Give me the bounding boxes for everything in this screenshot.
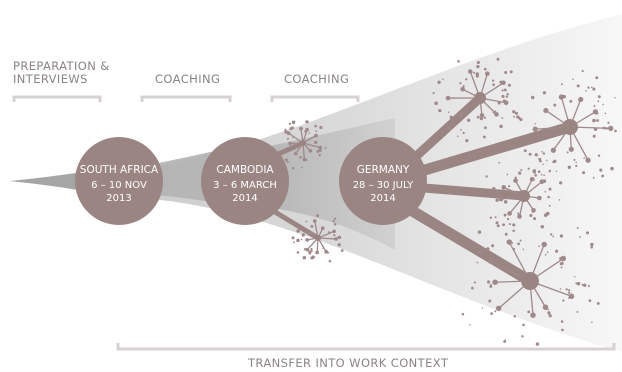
sparkle-bursts (281, 57, 617, 346)
sparkle-burst-icon (432, 57, 523, 143)
sparkle-burst-icon (291, 214, 344, 263)
phase-label-coaching-1: COACHING (155, 72, 221, 86)
event-circle (339, 137, 427, 225)
sparkle-burst-icon (461, 210, 600, 346)
event-dates: 3 – 6 MARCH (213, 180, 277, 191)
event-germany: GERMANY 28 – 30 JULY 2014 (339, 137, 427, 225)
event-dates: 28 – 30 JULY (353, 180, 414, 191)
phase-label-preparation: PREPARATION & INTERVIEWS (13, 59, 110, 86)
phase-label-coaching-2: COACHING (284, 72, 350, 86)
burst-connectors (262, 93, 576, 287)
event-circle (75, 137, 163, 225)
bracket-coaching-2 (270, 95, 360, 102)
burst-connector (408, 206, 536, 287)
burst-connector (412, 121, 576, 178)
event-country: GERMANY (357, 164, 410, 176)
bracket-coaching-1 (140, 95, 232, 102)
burst-connector (419, 183, 529, 201)
event-dates: 6 – 10 NOV (91, 180, 147, 191)
phase-brackets (12, 95, 616, 351)
sparkle-burst-icon (281, 120, 327, 170)
event-year: 2014 (370, 193, 395, 204)
bracket-transfer (116, 343, 616, 351)
event-country: CAMBODIA (216, 164, 274, 176)
event-circle (201, 137, 289, 225)
bracket-preparation (12, 95, 102, 102)
event-year: 2013 (106, 193, 131, 204)
event-south-africa: SOUTH AFRICA 6 – 10 NOV 2013 (75, 137, 163, 225)
sparkle-burst-icon (512, 70, 617, 179)
event-country: SOUTH AFRICA (80, 164, 159, 176)
event-year: 2014 (232, 193, 257, 204)
transfer-label: TRANSFER INTO WORK CONTEXT (248, 356, 449, 370)
event-cambodia: CAMBODIA 3 – 6 MARCH 2014 (201, 137, 289, 225)
sparkle-burst-icon (485, 152, 563, 233)
